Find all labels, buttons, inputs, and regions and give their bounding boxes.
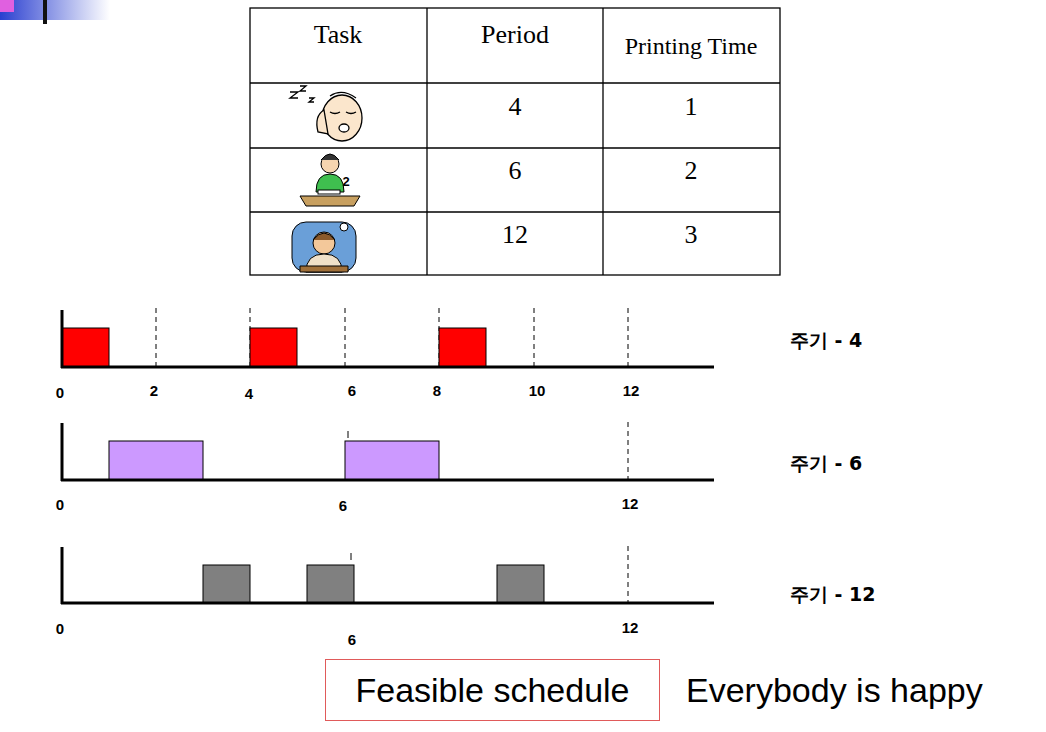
axis-tick: 8 — [433, 382, 441, 399]
axis-tick: 12 — [622, 619, 639, 636]
axis-tick: 0 — [56, 496, 64, 513]
icon-mark: 2 — [342, 174, 349, 189]
axis-tick: 12 — [623, 382, 640, 399]
corner-decoration — [0, 0, 110, 24]
task-table — [250, 8, 780, 275]
table-header: Period — [481, 20, 549, 50]
timeline-period-12 — [61, 546, 714, 604]
axis-tick: 12 — [622, 495, 639, 512]
student-icon — [300, 154, 360, 206]
timeline-period-4 — [61, 308, 714, 368]
axis-tick: 0 — [56, 620, 64, 637]
timeline-period-6 — [61, 422, 714, 481]
remark-text: Everybody is happy — [686, 671, 983, 710]
axis-tick: 2 — [150, 382, 158, 399]
sleeping-person-icon — [290, 86, 362, 141]
axis-tick: 6 — [339, 497, 347, 514]
tired-person-icon — [292, 222, 356, 272]
table-cell: 3 — [685, 220, 698, 250]
period-label: 주기 - 6 — [790, 451, 862, 477]
table-header: Task — [314, 20, 363, 50]
table-cell: 4 — [509, 92, 522, 122]
table-cell: 12 — [502, 220, 528, 250]
table-cell: 2 — [685, 156, 698, 186]
axis-tick: 10 — [529, 382, 546, 399]
box-text: Feasible schedule — [355, 671, 629, 710]
axis-tick: 4 — [245, 385, 253, 402]
axis-tick: 0 — [56, 384, 64, 401]
period-label: 주기 - 12 — [790, 582, 876, 608]
table-cell: 1 — [685, 92, 698, 122]
highlight-box: Feasible schedule — [325, 659, 660, 721]
table-header: Printing Time — [616, 33, 766, 59]
axis-tick: 6 — [348, 382, 356, 399]
period-label: 주기 - 4 — [790, 328, 862, 354]
axis-tick: 6 — [348, 631, 356, 648]
table-cell: 6 — [509, 156, 522, 186]
